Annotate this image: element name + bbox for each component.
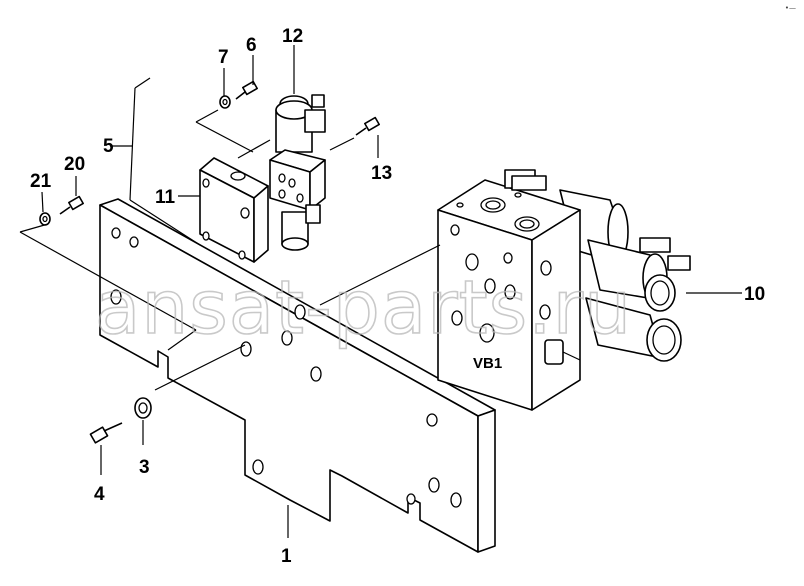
callout-7: 7 <box>218 47 229 68</box>
corner-mark: •— <box>784 4 796 12</box>
block-label: VB1 <box>473 355 502 372</box>
callout-11: 11 <box>155 187 176 208</box>
callout-10: 10 <box>744 284 765 305</box>
callout-3: 3 <box>139 457 150 478</box>
watermark: ansat-parts.ru <box>95 265 632 351</box>
callout-6: 6 <box>246 35 257 56</box>
callout-4: 4 <box>94 484 105 505</box>
screw-13-icon <box>355 116 380 136</box>
callout-13: 13 <box>371 163 392 184</box>
callout-1: 1 <box>281 546 292 567</box>
screw-4-icon <box>89 422 123 444</box>
solenoid-valve <box>269 94 326 251</box>
washer-21-icon <box>39 212 51 226</box>
washer-3-icon <box>134 397 152 419</box>
washer-7-icon <box>219 95 231 109</box>
callout-5: 5 <box>103 136 114 157</box>
leader-lines <box>19 45 742 538</box>
sub-plate <box>199 157 269 263</box>
callout-21: 21 <box>30 171 52 192</box>
callout-12: 12 <box>282 26 303 47</box>
screw-6-icon <box>235 80 258 100</box>
callout-20: 20 <box>64 154 85 175</box>
valve-block-vb1 <box>437 169 691 411</box>
screw-20-icon <box>59 195 84 215</box>
mounting-plate <box>99 198 496 553</box>
